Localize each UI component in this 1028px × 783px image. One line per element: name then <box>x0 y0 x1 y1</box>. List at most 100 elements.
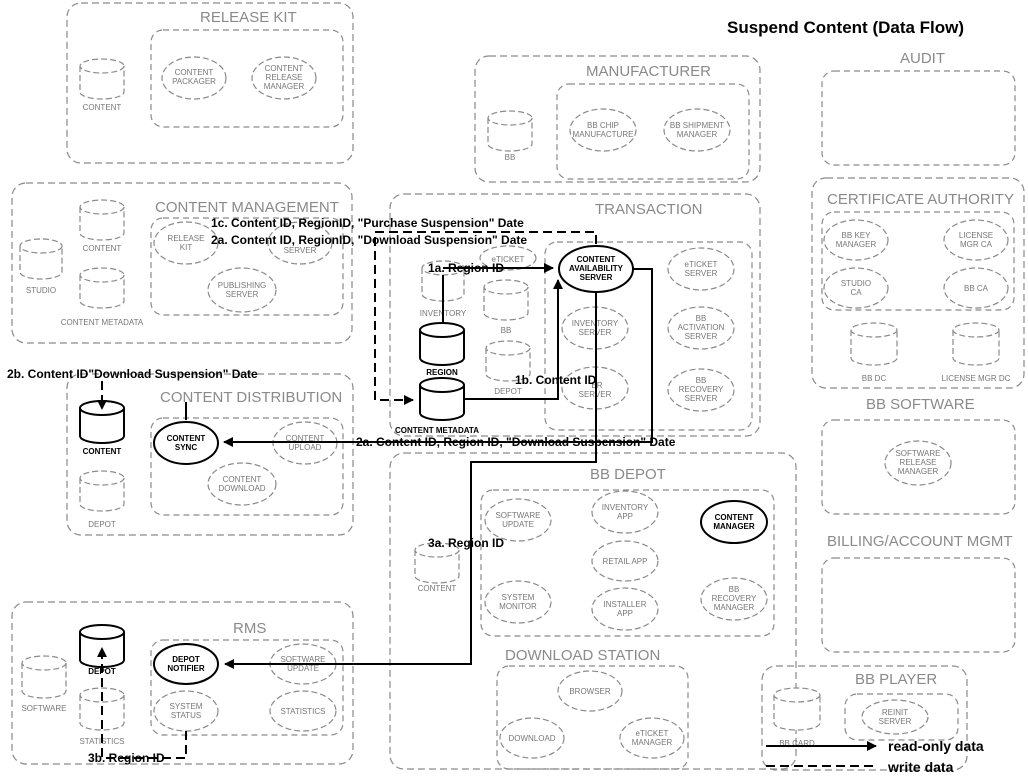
group-rms: RMS <box>11 601 354 765</box>
group-transaction: TRANSACTION <box>389 193 761 437</box>
svg-text:DOWNLOAD: DOWNLOAD <box>508 734 555 743</box>
group-title-manufacturer: MANUFACTURER <box>586 63 711 80</box>
group-bb-player: BB PLAYER <box>761 665 968 771</box>
svg-text:REGION: REGION <box>426 368 458 377</box>
group-download-station: DOWNLOAD STATION <box>496 647 689 770</box>
svg-text:CONTENT: CONTENT <box>418 584 457 593</box>
group-title-bb-player: BB PLAYER <box>855 671 937 688</box>
database-icon-bd-content: CONTENT <box>414 542 460 593</box>
database-icon-cm-metadata: CONTENT METADATA <box>61 267 144 327</box>
flow-3a-arrow <box>224 292 597 669</box>
database-icon-mf-bb: BB <box>487 110 533 162</box>
process-ca-bbca: BB CA <box>943 267 1009 309</box>
svg-text:CONTENT METADATA: CONTENT METADATA <box>395 426 479 435</box>
database-icon-cm-studio: STUDIO <box>19 238 63 295</box>
flow-label-1a: 1a. Region ID <box>428 261 504 275</box>
group-bb-depot: BB DEPOT <box>389 452 797 770</box>
database-icon-rk-content: CONTENT <box>79 58 125 112</box>
database-icon-cd-depot: DEPOT <box>79 470 125 529</box>
group-title-rms: RMS <box>233 620 266 637</box>
process-tx-eticket-small: eTICKET <box>479 245 537 271</box>
legend: read-only data write data <box>766 738 984 775</box>
database-icon-tx-depot: DEPOT <box>485 340 531 396</box>
group-title-certificate-authority: CERTIFICATE AUTHORITY <box>827 191 1014 208</box>
svg-text:SERVER: SERVER <box>284 246 317 255</box>
svg-text:CONTENT: CONTENT <box>83 103 122 112</box>
svg-text:CONTENT METADATA: CONTENT METADATA <box>61 318 144 327</box>
group-content-distribution: CONTENT DISTRIBUTION <box>66 373 354 536</box>
group-bb-software: BB SOFTWARE <box>821 396 1016 515</box>
flow-label-1b: 1b. Content ID <box>515 373 597 387</box>
svg-text:DEPOT: DEPOT <box>494 387 522 396</box>
group-content-management: CONTENT MANAGEMENT <box>11 182 353 344</box>
group-audit: AUDIT <box>821 50 1016 166</box>
database-icon-cd-content: CONTENT <box>79 400 125 456</box>
database-icon-tx-bb: BB <box>483 279 529 335</box>
group-title-content-management: CONTENT MANAGEMENT <box>155 199 339 216</box>
diagram-title: Suspend Content (Data Flow) <box>727 18 964 37</box>
group-title-billing: BILLING/ACCOUNT MGMT <box>827 533 1013 550</box>
process-cm-server: SERVER <box>267 221 333 265</box>
svg-text:DEPOT: DEPOT <box>88 520 116 529</box>
flow-1b-arrow <box>464 279 563 400</box>
svg-text:STATISTICS: STATISTICS <box>280 707 325 716</box>
database-icon-ca-bbdc: BB DC <box>850 322 898 383</box>
database-icon-tx-content-metadata: CONTENT METADATA <box>395 377 479 435</box>
flow-1a-arrow <box>442 263 554 324</box>
flow-2a-arrow <box>223 268 653 447</box>
group-title-transaction: TRANSACTION <box>595 201 703 218</box>
group-billing: BILLING/ACCOUNT MGMT <box>821 533 1016 653</box>
database-icon-rms-software: SOFTWARE <box>21 655 67 713</box>
group-manufacturer: MANUFACTURER <box>474 55 761 183</box>
svg-text:BB CA: BB CA <box>964 284 989 293</box>
flow-1c-2a-write-arrow <box>374 231 597 405</box>
svg-text:STUDIO: STUDIO <box>26 286 56 295</box>
svg-text:CONTENT: CONTENT <box>83 244 122 253</box>
flow-label-1c: 1c. Content ID, RegionID, "Purchase Susp… <box>211 216 524 230</box>
group-title-release-kit: RELEASE KIT <box>200 9 297 26</box>
svg-text:eTICKET: eTICKET <box>492 255 525 264</box>
svg-text:BB: BB <box>501 326 512 335</box>
svg-text:BROWSER: BROWSER <box>569 687 611 696</box>
group-certificate-authority: CERTIFICATE AUTHORITY <box>811 177 1025 389</box>
svg-text:BB: BB <box>505 153 516 162</box>
process-ds-browser: BROWSER <box>557 670 623 712</box>
legend-write-label: write data <box>887 759 954 775</box>
group-title-bb-software: BB SOFTWARE <box>866 396 975 413</box>
